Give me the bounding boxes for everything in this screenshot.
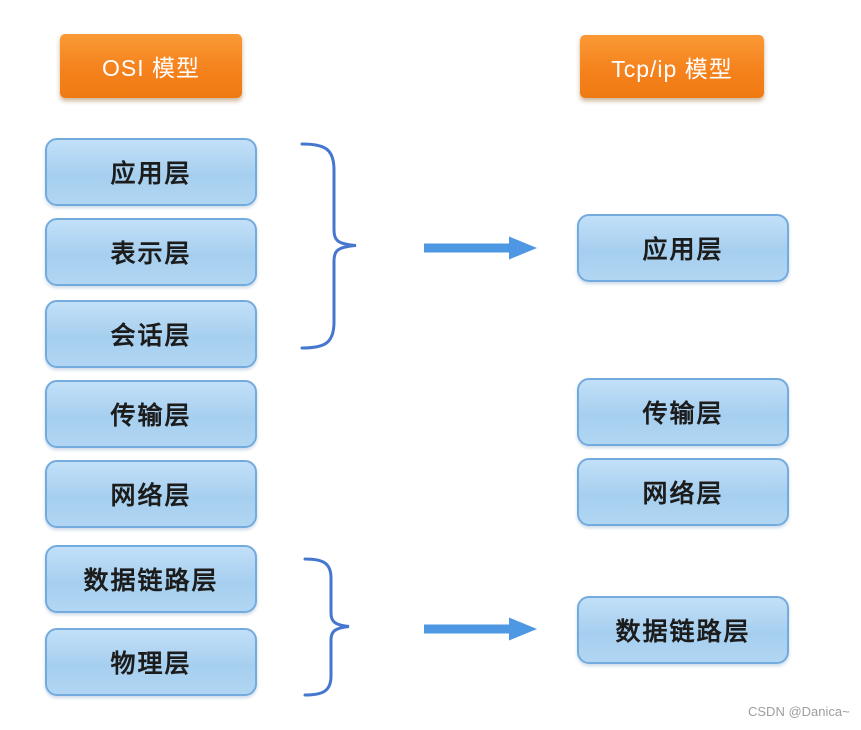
osi-layer-transport: 传输层 <box>45 380 257 448</box>
layer-label: 传输层 <box>642 400 724 428</box>
watermark: CSDN @Danica~ <box>748 704 850 719</box>
layer-label: 传输层 <box>110 402 192 430</box>
osi-layer-datalink: 数据链路层 <box>45 545 257 613</box>
bottom-group-brace <box>303 557 350 697</box>
top-group-brace <box>300 142 357 350</box>
top-mapping-arrow-icon <box>424 236 537 260</box>
layer-label: 应用层 <box>642 236 724 264</box>
layer-label: 会话层 <box>110 322 192 350</box>
osi-layer-presentation: 表示层 <box>45 218 257 286</box>
osi-model-header-label: OSI 模型 <box>101 55 200 81</box>
layer-label: 网络层 <box>642 480 724 508</box>
layer-label: 表示层 <box>110 240 192 268</box>
layer-label: 应用层 <box>110 160 192 188</box>
osi-layer-network: 网络层 <box>45 460 257 528</box>
osi-layer-application: 应用层 <box>45 138 257 206</box>
layer-label: 网络层 <box>110 482 192 510</box>
osi-model-header: OSI 模型 <box>60 34 242 98</box>
tcpip-model-header: Tcp/ip 模型 <box>580 35 764 98</box>
osi-layer-session: 会话层 <box>45 300 257 368</box>
tcpip-layer-transport: 传输层 <box>577 378 789 446</box>
tcpip-model-header-label: Tcp/ip 模型 <box>611 55 733 82</box>
osi-layer-physical: 物理层 <box>45 628 257 696</box>
tcpip-layer-datalink: 数据链路层 <box>577 596 789 664</box>
bottom-mapping-arrow-icon <box>424 617 537 641</box>
tcpip-layer-network: 网络层 <box>577 458 789 526</box>
layer-label: 物理层 <box>110 650 192 678</box>
layer-label: 数据链路层 <box>83 567 219 595</box>
layer-label: 数据链路层 <box>615 618 751 646</box>
tcpip-layer-application: 应用层 <box>577 214 789 282</box>
